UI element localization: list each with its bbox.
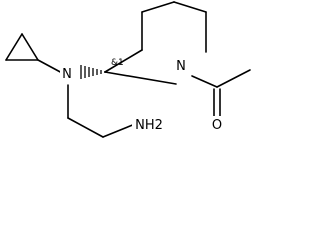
bond-cyclopropyl-n (37, 59, 65, 75)
bond-ring-n-acetyl (191, 75, 218, 88)
cyclopropyl-ring (5, 33, 39, 61)
stereo-hash-wedge (80, 65, 106, 79)
bond-acetyl-methyl (216, 69, 251, 88)
chemical-structure-diagram: N N NH2 O &1 (5, 1, 251, 138)
stereo-descriptor-label: &1 (111, 58, 124, 68)
amine-nitrogen-label: N (62, 67, 72, 82)
ring-nitrogen-label: N (176, 59, 186, 74)
terminal-amine-label: NH2 (135, 118, 163, 133)
carbonyl-double-bond (213, 88, 221, 117)
carbonyl-oxygen-label: O (212, 118, 222, 133)
piperidine-ring (104, 1, 207, 85)
ethylene-chain (67, 84, 136, 138)
